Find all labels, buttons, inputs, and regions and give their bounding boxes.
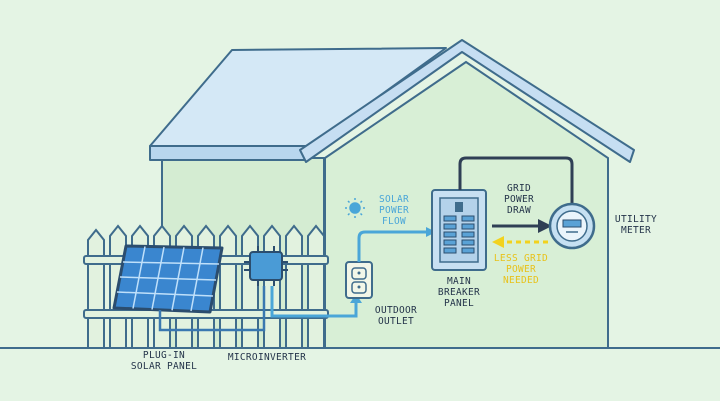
grid-power-draw-label: GRID POWER DRAW (503, 183, 535, 216)
solar-power-flow-label: SOLAR POWER FLOW (378, 194, 410, 227)
utility-meter (548, 202, 596, 250)
sun-icon (345, 198, 365, 218)
less-grid-arrowhead (492, 236, 504, 248)
less-grid-power-label: LESS GRID POWER NEEDED (493, 253, 549, 286)
roof-eave (149, 145, 311, 161)
meter-to-breaker-wire (458, 156, 574, 204)
main-breaker-panel-label: MAIN BREAKER PANEL (437, 276, 481, 309)
utility-meter-label: UTILITY METER (614, 214, 658, 236)
outlet-to-breaker-flow (357, 230, 428, 262)
outdoor-outlet (345, 261, 373, 299)
grid-draw-arrowhead (538, 219, 552, 233)
panel-to-inverter-wire (158, 286, 266, 332)
plug-in-solar-panel-label: PLUG-IN SOLAR PANEL (130, 350, 198, 372)
main-breaker-panel (431, 189, 487, 271)
microinverter (244, 246, 288, 286)
outdoor-outlet-label: OUTDOOR OUTLET (374, 305, 418, 327)
solar-panel (112, 244, 224, 314)
microinverter-label: MICROINVERTER (227, 352, 307, 363)
inverter-to-outlet-wire (270, 286, 358, 318)
roof-gable-trim (299, 39, 635, 163)
